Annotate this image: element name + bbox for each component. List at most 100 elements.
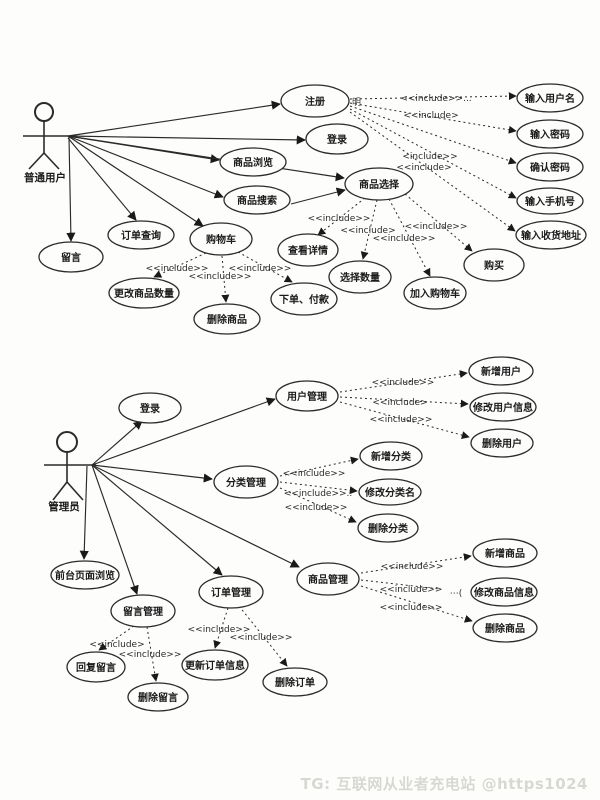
assoc-admin-ordermgmt: [91, 464, 223, 576]
include-label-reg-username: <<include>>...: [400, 94, 471, 104]
include-prodmgmt-delete: [360, 585, 473, 623]
usecase-add-category: 新增分类: [359, 441, 423, 471]
usecase-add-user-shape: [468, 356, 534, 386]
usecase-search-products-shape: [223, 185, 291, 215]
include-usermgmt-add: [339, 370, 468, 393]
usecase-enter-address-shape: [515, 220, 587, 250]
assoc-user-select: [67, 135, 345, 182]
usecase-add-to-cart-label: 加入购物车: [409, 287, 460, 300]
assoc-user-register: [67, 100, 281, 137]
assoc-admin-usermgmt: [91, 397, 276, 466]
usecase-modify-category-shape: [358, 478, 422, 506]
include-usermgmt-delete: [339, 401, 470, 439]
usecase-delete-product-admin-shape: [472, 613, 538, 643]
include-ordermgmt-update: [213, 607, 229, 649]
include-label-sel-detail: <<include>>: [308, 214, 371, 224]
include-label-cat-modify: <<include>>..: [284, 489, 353, 499]
assoc-admin-productmgmt: [91, 464, 300, 568]
usecase-buy: 购买: [463, 248, 525, 282]
actor-normal-user-head: [34, 102, 54, 122]
include-label-cat-add: <<include>>: [283, 469, 346, 479]
usecase-shopping-cart: 购物车: [189, 222, 253, 256]
actor-admin-leg-left: [52, 481, 68, 501]
include-register-confirm: [349, 105, 517, 165]
usecase-view-details-shape: [277, 233, 339, 267]
usecase-leave-message-shape: [38, 241, 104, 273]
usecase-leave-message: 留言: [38, 241, 104, 273]
include-label-sel-buy: <<include>>: [405, 222, 468, 232]
usecase-order-mgmt-label: 订单管理: [211, 586, 251, 599]
actor-normal-user: 普通用户: [23, 102, 68, 184]
actor-normal-user-leg-left: [28, 152, 45, 170]
modify-product-ellipsis: ⋯(: [450, 589, 463, 599]
usecase-enter-username-label: 输入用户名: [525, 92, 575, 105]
usecase-modify-category-label: 修改分类名: [364, 486, 415, 499]
include-label-msg-delete: <<include>>: [119, 650, 182, 660]
usecase-order-query-shape: [107, 220, 175, 250]
assoc-search-select: [290, 187, 346, 205]
usecase-delete-user: 删除用户: [470, 428, 534, 458]
usecase-modify-user: 修改用户信息: [469, 392, 537, 422]
usecase-reply-message-shape: [66, 651, 126, 683]
usecase-delete-product-user-label: 删除商品: [207, 313, 247, 326]
include-label-cart-order: <<include>>: [229, 264, 292, 274]
usecase-delete-message-shape: [127, 682, 189, 712]
include-label-order-update: <<include>>: [188, 625, 251, 635]
usecase-place-order-pay-shape: [270, 282, 338, 316]
usecase-product-mgmt-shape: [296, 562, 360, 596]
assoc-user-login: [67, 135, 306, 145]
usecase-view-details-label: 查看详情: [287, 244, 328, 257]
usecase-add-to-cart-shape: [403, 276, 467, 310]
usecase-message-mgmt: 留言管理: [110, 594, 176, 628]
usecase-register-shape: [280, 84, 350, 118]
usecase-front-page-shape: [50, 560, 120, 590]
usecase-login-label: 登录: [326, 133, 347, 146]
usecase-delete-message: 删除留言: [127, 682, 189, 712]
actor-admin-label: 管理员: [48, 500, 80, 513]
usecase-delete-product-user-shape: [193, 303, 261, 335]
usecase-select-quantity-label: 选择数量: [340, 271, 380, 284]
include-label-sel-quantity: <<include>: [340, 226, 395, 236]
usecase-enter-phone-label: 输入手机号: [525, 195, 575, 208]
usecase-order-mgmt-shape: [198, 575, 264, 609]
include-msgmgmt-reply: [98, 625, 135, 651]
include-label-sel-cart: <<include>>: [373, 234, 436, 244]
usecase-enter-password: 输入密码: [516, 119, 584, 149]
include-label-order-delete: <<include>>: [230, 633, 293, 643]
usecase-message-mgmt-shape: [110, 594, 176, 628]
usecase-modify-product-label: 修改商品信息: [473, 586, 534, 599]
include-register-address: [349, 111, 516, 232]
usecase-user-mgmt-label: 用户管理: [286, 390, 327, 403]
usecase-select-quantity: 选择数量: [328, 260, 392, 294]
usecase-update-order-shape: [181, 649, 249, 681]
usecase-category-mgmt-label: 分类管理: [226, 476, 266, 489]
usecase-shopping-cart-label: 购物车: [206, 233, 236, 246]
assoc-admin-categorymgmt: [91, 464, 213, 483]
usecase-shopping-cart-shape: [189, 222, 253, 256]
usecase-enter-phone: 输入手机号: [516, 187, 584, 215]
assoc-user-message: [66, 136, 76, 242]
watermark: TG: 互联网从业者充电站 @https1024: [300, 775, 588, 793]
admin-section: 管理员 <<include>> <<include> <<include>> <…: [44, 356, 538, 712]
include-label-prod-delete: <<include>>: [380, 603, 443, 613]
usecase-modify-user-label: 修改用户信息: [472, 401, 533, 414]
include-label-user-add: <<include>>: [372, 378, 435, 388]
include-label-cart-modify: <<include>>: [146, 264, 209, 274]
usecase-buy-label: 购买: [484, 259, 504, 272]
include-label-user-delete: <<include>>: [370, 415, 433, 425]
usecase-confirm-password-label: 确认密码: [530, 161, 570, 174]
usecase-enter-username-shape: [516, 83, 584, 113]
usecase-change-quantity-label: 更改商品数量: [114, 287, 174, 300]
usecase-delete-category-shape: [357, 513, 419, 543]
actor-normal-user-label: 普通用户: [24, 171, 66, 184]
usecase-select-products-shape: [344, 167, 414, 201]
usecase-confirm-password: 确认密码: [516, 152, 584, 182]
usecase-search-products-label: 商品搜索: [237, 194, 277, 207]
usecase-enter-address: 输入收货地址: [515, 220, 587, 250]
usecase-select-quantity-shape: [328, 260, 392, 294]
usecase-order-query: 订单查询: [107, 220, 175, 250]
usecase-category-mgmt: 分类管理: [213, 465, 279, 499]
actor-admin: 管理员: [44, 431, 96, 513]
usecase-view-details: 查看详情: [277, 233, 339, 267]
